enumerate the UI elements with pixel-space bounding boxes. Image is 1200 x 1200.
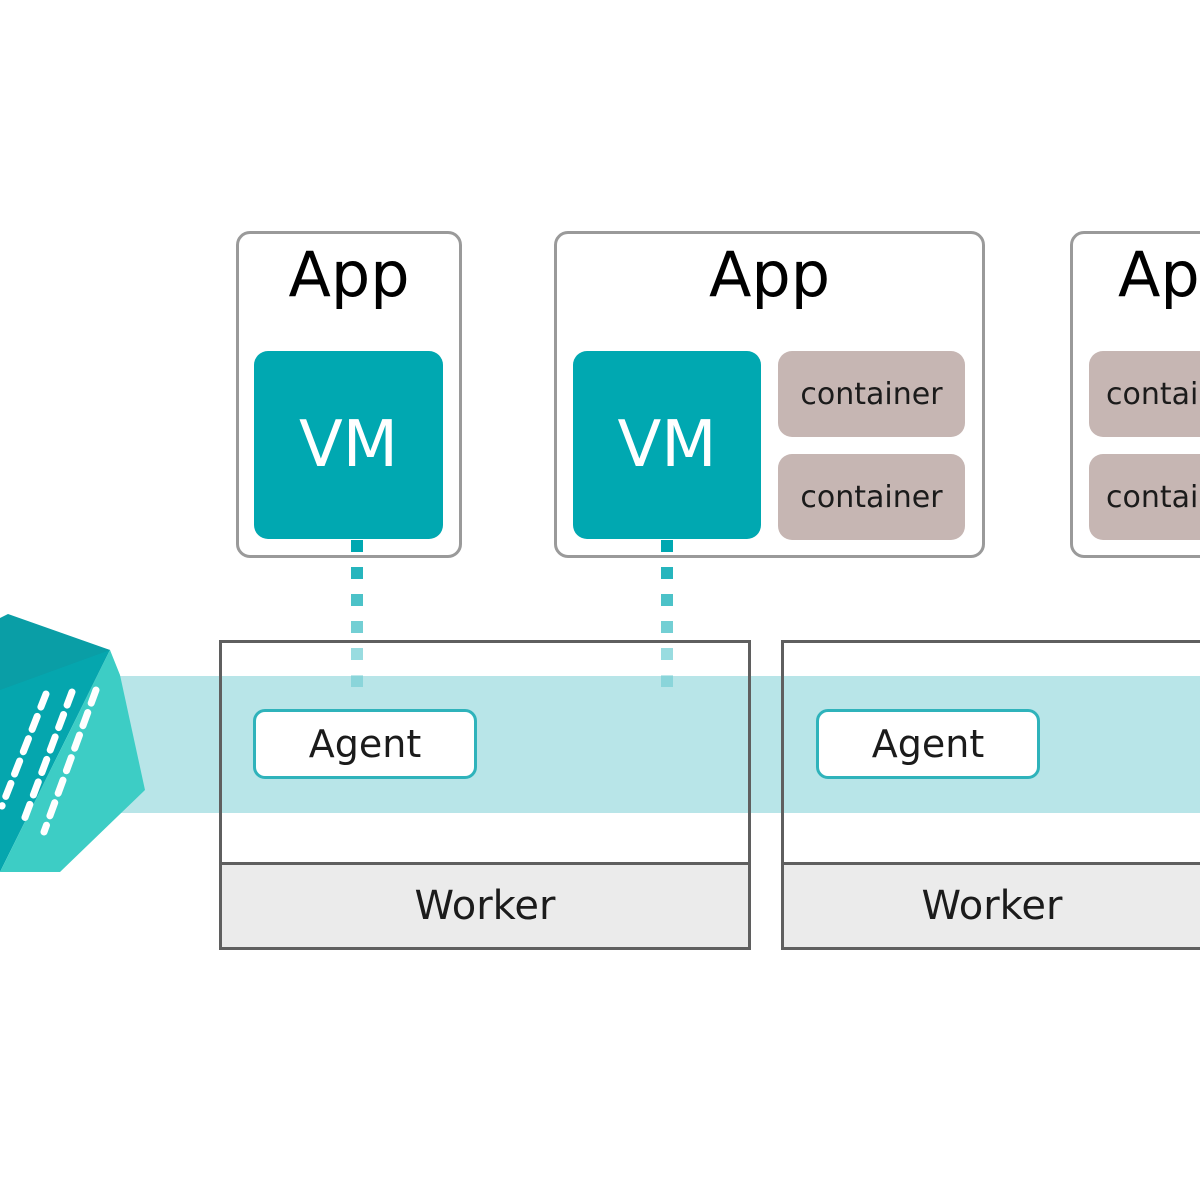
container-block: container <box>1089 454 1200 540</box>
worker-label: Worker <box>784 862 1200 947</box>
container-block: container <box>778 351 965 437</box>
connector-dash <box>661 648 673 660</box>
worker-node-1: Worker <box>219 640 751 950</box>
connector-dash <box>661 621 673 633</box>
app-title-2: App <box>708 238 831 311</box>
app-title-1: App <box>288 238 410 311</box>
container-block: container <box>778 454 965 540</box>
connector-dash <box>661 567 673 579</box>
agent-1: Agent <box>253 709 477 779</box>
connector-dash <box>661 540 673 552</box>
connector-dash <box>351 675 363 687</box>
agent-2: Agent <box>816 709 1040 779</box>
connector-dash <box>351 540 363 552</box>
hexagon-logo-icon <box>0 614 145 872</box>
connector-dash <box>351 648 363 660</box>
connector-dash <box>661 675 673 687</box>
connector-dash <box>661 594 673 606</box>
worker-label: Worker <box>222 862 748 947</box>
connector-dash <box>351 567 363 579</box>
app-title-3: App <box>1118 238 1200 311</box>
worker-node-2: Worker <box>781 640 1200 950</box>
container-block: container <box>1089 351 1200 437</box>
vm-block-1: VM <box>254 351 443 539</box>
connector-dash <box>351 621 363 633</box>
connector-dash <box>351 594 363 606</box>
vm-block-2: VM <box>573 351 761 539</box>
